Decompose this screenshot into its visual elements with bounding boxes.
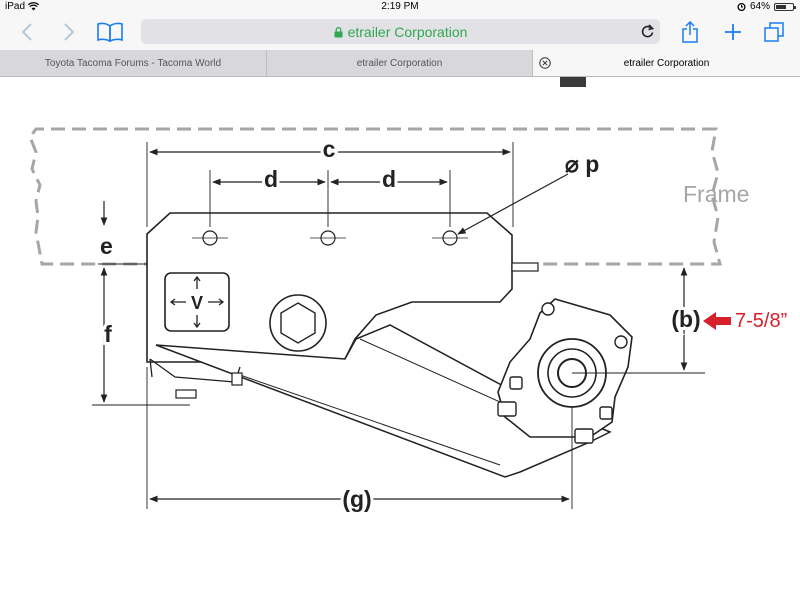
tab-etrailer[interactable]: etrailer Corporation [267,50,533,76]
address-bar[interactable]: etrailer Corporation [141,19,660,44]
red-arrow-icon [703,312,731,330]
frame-label: Frame [683,181,749,207]
dimension-e [98,201,147,265]
v-label: V [191,293,203,313]
book-icon [97,22,123,42]
tab-label: etrailer Corporation [356,57,443,69]
dimension-c-label: c [323,136,336,162]
mounting-holes [192,230,468,246]
status-left: iPad [5,1,40,12]
forward-button[interactable] [56,19,82,45]
address-text: etrailer Corporation [141,24,660,40]
browser-toolbar: etrailer Corporation [0,14,800,50]
b-measurement-annotation: 7-5/8” [735,310,787,332]
torsion-axle-diagram: Frame V [28,77,787,515]
dimension-c [146,142,514,227]
dimension-d-right-label: d [382,166,396,192]
page-content: Frame V [0,77,800,600]
pivot-hex [280,302,316,344]
plus-icon [725,24,741,40]
status-time: 2:19 PM [381,1,419,12]
tab-etrailer-active[interactable]: etrailer Corporation [533,50,800,76]
status-bar: iPad 2:19 PM 64% [0,0,800,14]
flange-bolt-hole-right [614,335,628,349]
dimension-b [572,267,705,374]
tab-label: Toyota Tacoma Forums - Tacoma World [44,57,222,69]
bottom-bolts [175,372,243,399]
new-tab-button[interactable] [719,19,747,45]
tabs-icon [764,22,784,42]
battery-percent: 64% [749,1,770,12]
dimension-f [92,267,190,406]
bracket-tab [511,262,539,272]
dimension-e-label: e [100,233,113,259]
share-icon [682,21,698,43]
reload-button[interactable] [641,24,655,43]
flange-nuts [497,376,613,444]
device-name: iPad [5,1,26,12]
dimension-d-left-label: d [264,166,278,192]
back-button[interactable] [14,19,40,45]
share-button[interactable] [676,19,704,45]
battery-fill [776,4,787,9]
tab-label: etrailer Corporation [623,57,710,69]
dimension-b-label: (b) [671,306,700,332]
close-tab-icon[interactable] [539,57,551,69]
reload-icon [641,24,655,38]
lock-icon [334,27,343,38]
wifi-icon [28,2,40,11]
dimension-d [209,170,451,227]
dimension-g [146,367,573,509]
flange-bolt-hole-top [541,302,555,316]
bookmarks-button[interactable] [94,19,126,45]
status-right: 64% [737,1,796,12]
battery-icon [774,2,796,11]
dimension-p-leader [457,173,569,235]
image-fragment [560,77,586,87]
direction-arrows-icon [169,275,225,329]
chevron-right-icon [64,23,75,41]
dimension-p-label: ⌀ p [565,151,599,177]
address-url: etrailer Corporation [347,24,468,40]
dimension-f-label: f [104,321,112,347]
tab-tacoma-world[interactable]: Toyota Tacoma Forums - Tacoma World [0,50,267,76]
tabs-overview-button[interactable] [760,19,788,45]
dimension-g-label: (g) [342,486,371,512]
tab-bar: Toyota Tacoma Forums - Tacoma World etra… [0,50,800,77]
chevron-left-icon [21,23,32,41]
alarm-clock-icon [737,2,746,11]
frame-outline [28,127,722,266]
v-adjust-box [164,272,230,332]
